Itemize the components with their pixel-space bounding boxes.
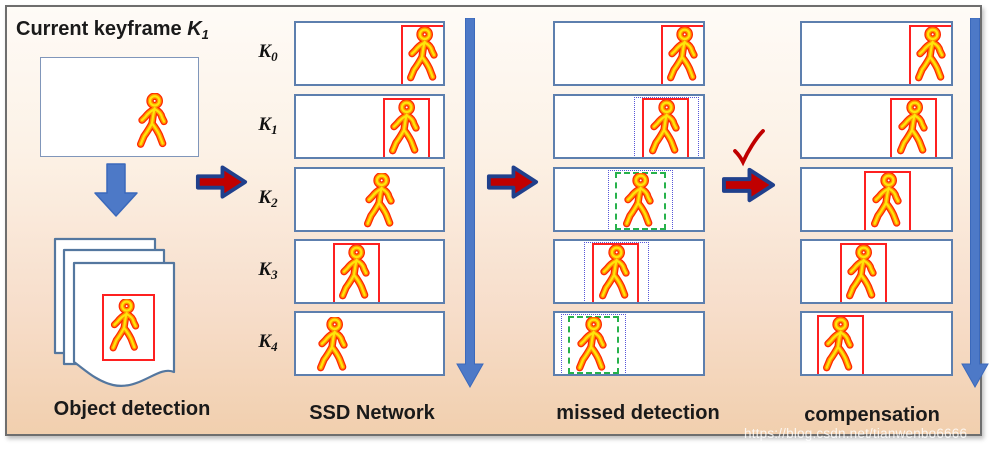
sequence-down-arrow-icon <box>456 18 484 388</box>
row-label-subscript: 4 <box>271 338 278 354</box>
pedestrian-icon <box>646 100 686 156</box>
video-frame-ssd-k1 <box>294 94 445 159</box>
row-label-subscript: 1 <box>271 121 278 137</box>
pedestrian-icon <box>596 245 636 301</box>
detection-box-red <box>890 97 938 157</box>
pedestrian-icon <box>134 93 174 150</box>
title-k-subscript: 1 <box>201 27 209 42</box>
ssd-network-label: SSD Network <box>309 402 435 424</box>
pedestrian-icon <box>386 100 426 156</box>
down-arrow-icon <box>94 163 138 217</box>
flow-arrow-icon <box>721 165 776 205</box>
flow-arrow-icon <box>486 162 539 202</box>
detection-box-red <box>382 97 430 157</box>
video-frame-comp-k0 <box>800 21 953 86</box>
row-label-symbol: K <box>258 330 272 352</box>
pedestrian-icon <box>912 27 952 83</box>
video-frame-ssd-k0 <box>294 21 445 86</box>
row-label-k4: K4 <box>246 331 290 355</box>
object-detection-label: Object detection <box>53 398 211 420</box>
video-frame-comp-k4 <box>800 311 953 376</box>
detection-box-red <box>839 242 887 302</box>
detection-box-blue <box>583 241 649 302</box>
row-label-subscript: 0 <box>271 48 278 64</box>
video-frame-missed-k2 <box>553 167 705 232</box>
row-label-subscript: 2 <box>271 194 278 210</box>
row-label-k0: K0 <box>246 41 290 65</box>
detection-box-red <box>908 24 951 84</box>
pedestrian-icon <box>868 173 908 229</box>
video-frame-missed-k3 <box>553 239 705 304</box>
title-k-symbol: K <box>187 18 202 40</box>
compensation-label: compensation <box>804 404 940 426</box>
detection-box-blue <box>633 96 699 157</box>
video-frame-comp-k3 <box>800 239 953 304</box>
title-text: Current keyframe <box>16 18 188 40</box>
detection-box-red <box>102 294 155 361</box>
pedestrian-icon <box>620 173 660 229</box>
pedestrian-icon <box>573 317 613 373</box>
pedestrian-icon <box>314 317 354 373</box>
video-frame-missed-k0 <box>553 21 705 86</box>
detection-box-red <box>816 314 864 374</box>
flow-arrow-icon <box>195 162 248 202</box>
row-label-k2: K2 <box>246 187 290 211</box>
video-frame-comp-k2 <box>800 167 953 232</box>
watermark-url: https://blog.csdn.net/tianwenbo6666 <box>744 426 968 441</box>
pedestrian-icon <box>894 100 934 156</box>
detection-box-blue <box>608 169 674 230</box>
current-keyframe-box <box>40 57 199 157</box>
sequence-down-arrow-icon <box>961 18 989 388</box>
detection-box-red <box>642 97 690 157</box>
missed-detection-label: missed detection <box>556 402 720 424</box>
check-icon <box>733 129 765 167</box>
detection-box-red <box>332 242 380 302</box>
video-frame-ssd-k2 <box>294 167 445 232</box>
detection-box-red <box>864 170 912 230</box>
row-label-symbol: K <box>258 186 272 208</box>
pedestrian-icon <box>106 299 146 353</box>
row-label-symbol: K <box>258 113 272 135</box>
video-frame-missed-k4 <box>553 311 705 376</box>
pedestrian-icon <box>361 173 401 229</box>
row-label-subscript: 3 <box>271 266 278 282</box>
video-frame-ssd-k3 <box>294 239 445 304</box>
detection-box-blue <box>561 313 626 374</box>
video-frame-ssd-k4 <box>294 311 445 376</box>
pedestrian-icon <box>404 27 444 83</box>
row-label-symbol: K <box>258 40 272 62</box>
detection-box-red <box>592 242 640 302</box>
pedestrian-icon <box>843 245 883 301</box>
video-frame-comp-k1 <box>800 94 953 159</box>
detection-box-red <box>660 24 703 84</box>
row-label-k1: K1 <box>246 114 290 138</box>
row-label-symbol: K <box>258 258 272 280</box>
video-frame-missed-k1 <box>553 94 705 159</box>
pedestrian-icon <box>336 245 376 301</box>
current-keyframe-title: Current keyframe K1 <box>16 18 256 42</box>
row-label-k3: K3 <box>246 259 290 283</box>
pedestrian-icon <box>664 27 704 83</box>
pedestrian-icon <box>820 317 860 373</box>
detection-box-red <box>400 24 443 84</box>
